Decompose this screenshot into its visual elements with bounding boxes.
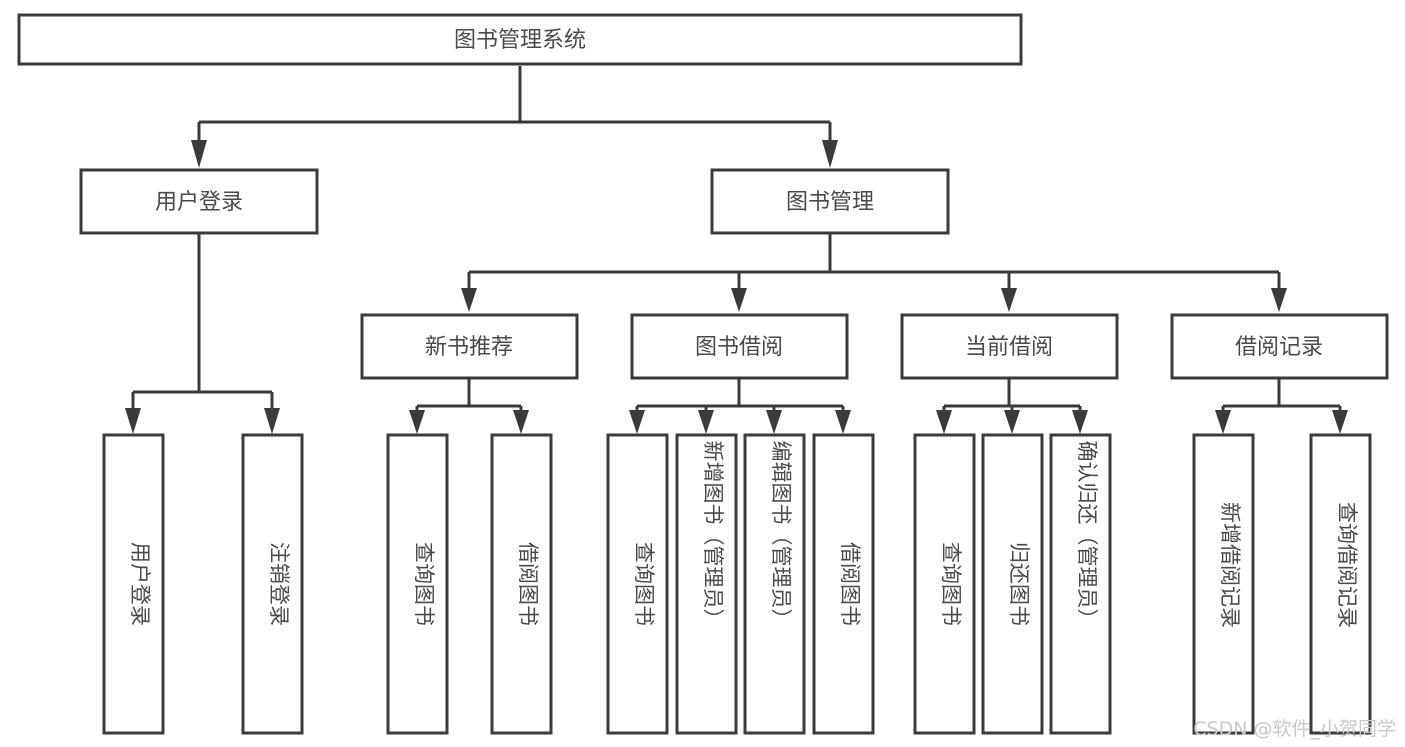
node-leaf-edit-book-box[interactable] [743, 433, 806, 735]
arrow-head-leaf-return-book [1004, 410, 1020, 434]
arrow-head-leaf-user-login [125, 408, 141, 434]
node-leaf-query-record-label: 查询借阅记录 [1335, 502, 1359, 628]
node-root-box[interactable] [17, 13, 1023, 66]
node-new-book-rec-box[interactable] [360, 313, 579, 380]
node-leaf-query-book-1-box[interactable] [386, 433, 449, 735]
node-borrow-record[interactable]: 借阅记录 [1170, 313, 1389, 380]
node-book-manage[interactable]: 图书管理 [710, 168, 950, 235]
node-user-login[interactable]: 用户登录 [79, 168, 319, 235]
node-root[interactable]: 图书管理系统 [17, 13, 1023, 66]
node-book-manage-label: 图书管理 [786, 190, 874, 215]
node-leaf-query-book-3-label: 查询图书 [939, 542, 963, 626]
node-leaf-add-record[interactable]: 新增借阅记录 [1192, 433, 1255, 735]
node-leaf-query-book-2-label: 查询图书 [632, 542, 656, 626]
node-user-login-box[interactable] [79, 168, 319, 235]
node-book-borrow-label: 图书借阅 [695, 335, 783, 360]
node-leaf-add-record-box[interactable] [1192, 433, 1255, 735]
node-leaf-borrow-book-2-box[interactable] [812, 433, 875, 735]
node-leaf-user-logout-label: 注销登录 [267, 542, 291, 626]
node-leaf-query-book-1[interactable]: 查询图书 [386, 433, 449, 735]
node-root-label: 图书管理系统 [454, 28, 586, 53]
arrow-head-book-manage [822, 140, 838, 168]
node-book-manage-box[interactable] [710, 168, 950, 235]
arrow-head-leaf-query-book-3 [936, 410, 952, 434]
node-leaf-borrow-book-1-box[interactable] [490, 433, 553, 735]
node-leaf-add-book-label: 新增图书（管理员） [701, 441, 725, 630]
edge-group-book-borrow-to-leaves [629, 379, 851, 434]
node-current-borrow[interactable]: 当前借阅 [900, 313, 1119, 380]
node-leaf-confirm-return-box[interactable] [1049, 433, 1112, 735]
node-leaf-add-book-box[interactable] [675, 433, 738, 735]
node-leaf-query-book-2[interactable]: 查询图书 [606, 433, 669, 735]
node-leaf-add-book[interactable]: 新增图书（管理员） [675, 433, 738, 735]
node-book-borrow[interactable]: 图书借阅 [630, 313, 849, 380]
arrow-head-leaf-user-logout [264, 408, 280, 434]
node-leaf-user-logout-box[interactable] [241, 433, 304, 735]
node-leaf-edit-book[interactable]: 编辑图书（管理员） [743, 433, 806, 735]
node-leaf-edit-book-label: 编辑图书（管理员） [769, 441, 793, 630]
edge-group-book-manage-to-level2 [461, 234, 1287, 312]
node-leaf-user-login-label: 用户登录 [128, 542, 152, 626]
node-leaf-query-record[interactable]: 查询借阅记录 [1309, 433, 1372, 735]
edge-group-new-book-rec-to-leaves [409, 379, 529, 434]
node-leaf-confirm-return-label: 确认归还（管理员） [1075, 441, 1099, 630]
arrow-head-leaf-query-record [1332, 410, 1348, 434]
node-leaf-query-book-2-box[interactable] [606, 433, 669, 735]
arrow-head-user-login [191, 140, 207, 168]
node-leaf-return-book[interactable]: 归还图书 [981, 433, 1044, 735]
arrow-head-new-book-rec [461, 288, 477, 312]
node-current-borrow-label: 当前借阅 [965, 335, 1053, 360]
arrow-head-leaf-borrow-book-1 [513, 410, 529, 434]
node-leaf-borrow-book-2-label: 借阅图书 [838, 542, 862, 626]
edge-group-user-login-to-leaves [125, 234, 280, 434]
node-current-borrow-box[interactable] [900, 313, 1119, 380]
arrow-head-current-borrow [1001, 288, 1017, 312]
node-leaf-user-logout[interactable]: 注销登录 [241, 433, 304, 735]
node-leaf-add-record-label: 新增借阅记录 [1218, 502, 1242, 628]
node-borrow-record-box[interactable] [1170, 313, 1389, 380]
node-leaf-return-book-label: 归还图书 [1007, 542, 1031, 626]
node-leaf-query-record-box[interactable] [1309, 433, 1372, 735]
arrow-head-leaf-query-book-2 [629, 410, 645, 434]
node-book-borrow-box[interactable] [630, 313, 849, 380]
node-leaf-borrow-book-2[interactable]: 借阅图书 [812, 433, 875, 735]
node-new-book-rec-label: 新书推荐 [425, 335, 513, 360]
arrow-head-leaf-add-book [698, 410, 714, 434]
node-new-book-rec[interactable]: 新书推荐 [360, 313, 579, 380]
node-borrow-record-label: 借阅记录 [1235, 335, 1323, 360]
arrow-head-borrow-record [1271, 288, 1287, 312]
arrow-head-leaf-add-record [1215, 410, 1231, 434]
edge-group-current-borrow-to-leaves [936, 379, 1088, 434]
arrow-head-leaf-confirm-return [1072, 410, 1088, 434]
node-leaf-user-login-box[interactable] [102, 433, 165, 735]
node-leaf-query-book-1-label: 查询图书 [412, 542, 436, 626]
arrow-head-leaf-query-book-1 [409, 410, 425, 434]
edge-group-root-to-level1 [191, 66, 838, 168]
arrow-head-leaf-borrow-book-2 [835, 410, 851, 434]
arrow-head-leaf-edit-book [766, 410, 782, 434]
node-leaf-query-book-3-box[interactable] [913, 433, 976, 735]
edge-group-borrow-record-to-leaves [1215, 379, 1348, 434]
arrow-head-book-borrow [731, 288, 747, 312]
node-leaf-return-book-box[interactable] [981, 433, 1044, 735]
node-leaf-borrow-book-1[interactable]: 借阅图书 [490, 433, 553, 735]
node-leaf-query-book-3[interactable]: 查询图书 [913, 433, 976, 735]
node-leaf-confirm-return[interactable]: 确认归还（管理员） [1049, 433, 1112, 735]
node-leaf-borrow-book-1-label: 借阅图书 [516, 542, 540, 626]
node-user-login-label: 用户登录 [155, 190, 243, 215]
csdn-watermark: CSDN @软件_小贺同学 [1193, 718, 1396, 740]
node-leaf-user-login[interactable]: 用户登录 [102, 433, 165, 735]
